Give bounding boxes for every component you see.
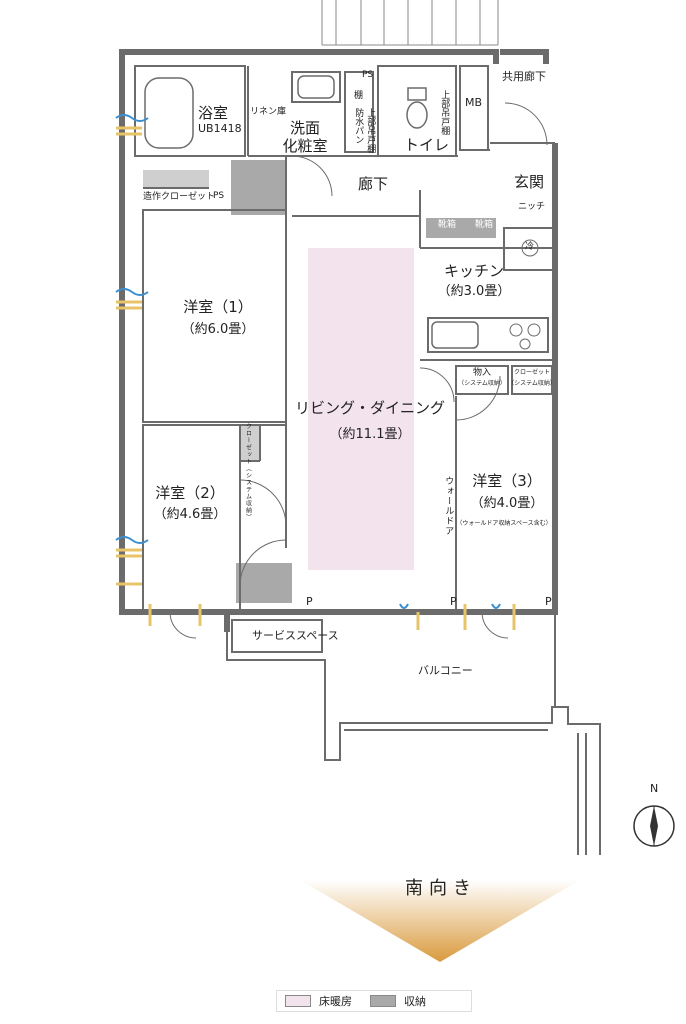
label-closet-sys-line1: クローゼット <box>513 369 551 376</box>
label-storage-line1: 物入 <box>472 368 492 378</box>
label-upper-cabinet: 上部吊戸棚 <box>365 108 376 153</box>
room-western-3-note: （ウォールドア収納スペース含む） <box>456 520 552 527</box>
room-western-3-area: （約4.0畳） <box>470 496 544 511</box>
room-bath: 浴室 <box>198 104 229 122</box>
interior-walls <box>134 65 555 653</box>
label-cabinet: 棚 <box>354 91 364 101</box>
orientation-label: 南向き <box>405 878 477 899</box>
legend: 床暖房 収納 <box>276 990 472 1012</box>
stove-burners <box>509 323 541 350</box>
label-p2: P <box>450 595 457 608</box>
kitchen-sink <box>431 321 479 349</box>
room-western-1: 洋室（1） <box>183 298 253 316</box>
label-storage-line2: （システム収納） <box>458 380 506 387</box>
label-p1: P <box>306 595 313 608</box>
floor-heating-area <box>308 248 414 570</box>
room-western-2: 洋室（2） <box>155 484 225 502</box>
fridge-marker <box>521 239 539 257</box>
legend-storage-label: 収納 <box>404 995 426 1008</box>
label-fridge: 冷 <box>525 242 535 252</box>
label-waterproof-pan: 防水パン <box>353 108 364 144</box>
balcony-outline <box>226 612 601 855</box>
wash-basin <box>297 75 335 99</box>
label-toilet-upper-cabinet: 上部吊戸棚 <box>439 90 450 135</box>
legend-floor-heating-label: 床暖房 <box>319 995 352 1008</box>
room-western-2-area: （約4.6畳） <box>153 507 227 522</box>
south-arrow <box>300 880 580 962</box>
room-western-3: 洋室（3） <box>472 472 542 490</box>
label-mb: MB <box>465 96 483 109</box>
room-washroom-line2: 化粧室 <box>282 137 328 155</box>
room-bath-sub: UB1418 <box>198 122 242 135</box>
label-built-in-closet: 造作クローゼット <box>143 192 216 202</box>
room-kitchen-area: （約3.0畳） <box>437 284 511 299</box>
label-shoe-box-1: 靴箱 <box>438 220 457 230</box>
room-ldk: リビング・ダイニング <box>294 399 446 417</box>
label-ps-top: PS <box>362 70 374 80</box>
room-toilet: トイレ <box>404 136 450 154</box>
door-swings <box>169 102 548 639</box>
room-western-1-area: （約6.0畳） <box>181 322 255 337</box>
room-entrance: 玄関 <box>514 173 545 191</box>
room-ldk-area: （約11.1畳） <box>329 427 411 442</box>
label-niche: ニッチ <box>518 202 546 212</box>
room-service-space: サービススペース <box>252 629 339 642</box>
building-lines <box>321 0 499 46</box>
bathtub <box>144 77 194 149</box>
label-ps-mid: PS <box>213 191 225 201</box>
label-common-corridor: 共用廊下 <box>502 70 546 83</box>
label-closet-2: クローゼット（システム収納） <box>244 423 252 521</box>
compass-rose <box>633 805 675 847</box>
storage-fills <box>143 160 496 603</box>
label-shoe-box-2: 靴箱 <box>475 220 494 230</box>
compass-north: N <box>650 782 659 795</box>
room-balcony: バルコニー <box>418 664 473 677</box>
room-washroom-line1: 洗面 <box>289 119 321 137</box>
toilet-bowl <box>406 101 428 129</box>
label-linen: リネン庫 <box>250 107 287 117</box>
room-corridor: 廊下 <box>358 175 389 193</box>
toilet-tank <box>407 87 427 101</box>
legend-storage-swatch <box>370 995 396 1007</box>
label-p3: P <box>545 595 552 608</box>
vent-marks <box>115 114 516 630</box>
room-kitchen: キッチン <box>443 262 505 280</box>
label-closet-sys-line2: （システム収納） <box>508 380 556 387</box>
label-wall-door: ウォールドア <box>443 476 454 536</box>
legend-floor-heating-swatch <box>285 995 311 1007</box>
